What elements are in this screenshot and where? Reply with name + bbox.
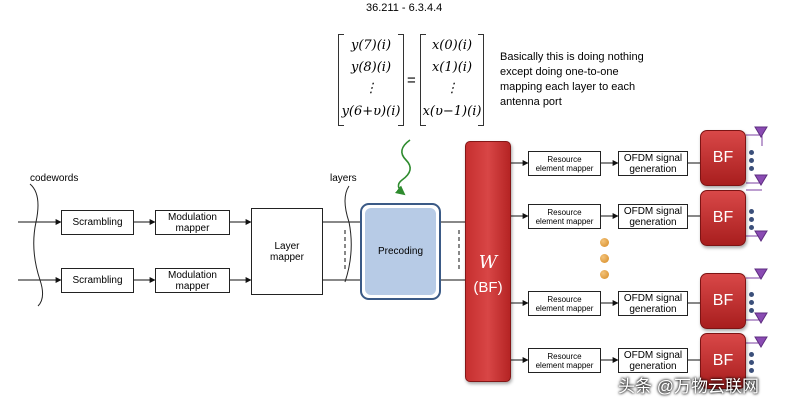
antenna-icon (754, 174, 768, 186)
antenna-element-dot (749, 352, 754, 357)
spec-reference: 36.211 - 6.3.4.4 (366, 2, 443, 14)
note-line: Basically this is doing nothing (500, 51, 644, 63)
note-line: mapping each layer to each (500, 81, 636, 93)
lhs-entry: y(6+υ)(i) (341, 104, 401, 119)
note-line: except doing one-to-one (500, 66, 619, 78)
watermark: 头条 @万物云联网 (618, 377, 759, 396)
antenna-element-dot (749, 225, 754, 230)
layers-label: layers (330, 173, 357, 184)
antenna-element-dot (749, 292, 754, 297)
antenna-icon (754, 336, 768, 348)
codewords-label: codewords (30, 173, 79, 184)
lhs-entry: y(7)(i) (350, 38, 392, 53)
rhs-matrix: x(0)(i) x(1)(i) ⋮ x(υ−1)(i) (420, 34, 484, 126)
equals-sign: = (407, 72, 416, 89)
bf-block-3: BF (700, 273, 746, 329)
antenna-element-dot (749, 360, 754, 365)
explanation-note: Basically this is doing nothing except d… (500, 50, 644, 110)
antenna-icon (754, 230, 768, 242)
antenna-element-dot (749, 166, 754, 171)
antenna-element-dot (749, 300, 754, 305)
continuation-dot (600, 238, 609, 247)
continuation-dot (600, 254, 609, 263)
antenna-element-dot (749, 158, 754, 163)
antenna-icon (754, 268, 768, 280)
w-bf-block: W (BF) (465, 141, 511, 382)
lhs-entry: y(8)(i) (350, 60, 392, 75)
antenna-element-dot (749, 368, 754, 373)
w-symbol: W (478, 252, 498, 273)
bf-block-4: BF (700, 333, 746, 389)
rhs-entry: x(υ−1)(i) (422, 104, 482, 119)
antenna-icon (754, 312, 768, 324)
antenna-element-dot (749, 150, 754, 155)
continuation-dot (600, 270, 609, 279)
antenna-element-dot (749, 209, 754, 214)
scrambling-block-2: Scrambling (61, 268, 134, 293)
bf-block-2: BF (700, 190, 746, 246)
precoding-label: Precoding (377, 246, 424, 257)
lhs-entry: ⋮ (364, 81, 378, 96)
lhs-matrix: y(7)(i) y(8)(i) ⋮ y(6+υ)(i) (338, 34, 404, 126)
rhs-entry: x(0)(i) (431, 38, 473, 53)
rhs-entry: ⋮ (445, 81, 459, 96)
note-line: antenna port (500, 96, 562, 108)
antenna-icon (754, 126, 768, 138)
precoding-block: Precoding (360, 203, 441, 300)
rhs-entry: x(1)(i) (431, 60, 473, 75)
scrambling-block-1: Scrambling (61, 210, 134, 235)
bf-block-1: BF (700, 130, 746, 186)
w-subtitle: (BF) (473, 279, 503, 296)
antenna-element-dot (749, 217, 754, 222)
antenna-element-dot (749, 308, 754, 313)
